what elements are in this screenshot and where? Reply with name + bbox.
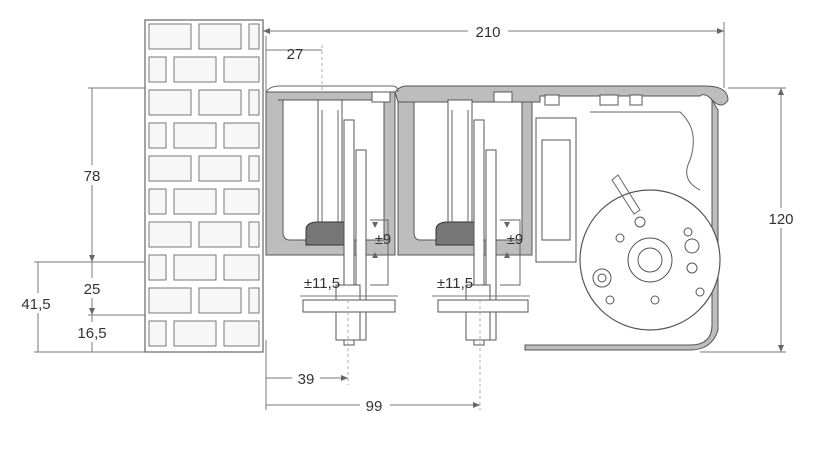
brick	[223, 254, 260, 281]
dimension-overall-width: 210	[263, 20, 725, 88]
brick	[248, 221, 260, 248]
dim-height-side-label: 41,5	[21, 296, 50, 313]
dim-offset-first-rail-label: 39	[298, 371, 315, 388]
adjustment-labels: ±11,5 ±11,5 ±9 ±9	[300, 222, 530, 297]
brick	[198, 155, 242, 182]
brick	[198, 89, 242, 116]
dimension-height-total: 120	[700, 87, 800, 353]
adjust-horizontal-2-label: ±11,5	[437, 275, 473, 292]
brick	[148, 89, 192, 116]
brick	[223, 320, 260, 347]
dimension-rail-offsets: 39 99	[265, 300, 481, 415]
dimension-left-verticals: 78 25 41,5 16,5	[14, 87, 145, 353]
brick	[148, 56, 167, 83]
adjust-vertical-2-label: ±9	[507, 231, 524, 248]
brick	[248, 89, 260, 116]
brick	[223, 56, 260, 83]
dim-height-total-label: 120	[768, 211, 793, 228]
brick	[223, 122, 260, 149]
brick	[248, 23, 260, 50]
dim-offset-top-label: 27	[287, 46, 304, 63]
brick	[173, 320, 217, 347]
brick-wall	[144, 19, 264, 353]
brick	[173, 254, 217, 281]
brick	[173, 122, 217, 149]
brick	[173, 56, 217, 83]
dim-height-main-label: 78	[84, 168, 101, 185]
brick	[223, 188, 260, 215]
drive-unit	[524, 98, 721, 351]
adjust-horizontal-1-label: ±11,5	[304, 275, 340, 292]
carrier-left	[302, 99, 396, 346]
brick	[198, 287, 242, 314]
dim-overall-width-label: 210	[475, 24, 500, 41]
brick	[148, 287, 192, 314]
brick	[248, 155, 260, 182]
brick	[148, 221, 192, 248]
dim-height-bottom-label: 16,5	[77, 325, 106, 342]
brick	[148, 122, 167, 149]
adjust-vertical-1-label: ±9	[375, 231, 392, 248]
brick	[148, 23, 192, 50]
brick	[198, 23, 242, 50]
brick	[148, 254, 167, 281]
dim-height-lower-label: 25	[84, 281, 101, 298]
brick	[173, 188, 217, 215]
brick	[148, 155, 192, 182]
brick	[198, 221, 242, 248]
dimension-offset-top: 27	[265, 36, 323, 100]
brick	[148, 188, 167, 215]
carrier-right	[435, 99, 529, 346]
dim-offset-second-rail-label: 99	[366, 398, 383, 415]
brick	[148, 320, 167, 347]
brick	[248, 287, 260, 314]
